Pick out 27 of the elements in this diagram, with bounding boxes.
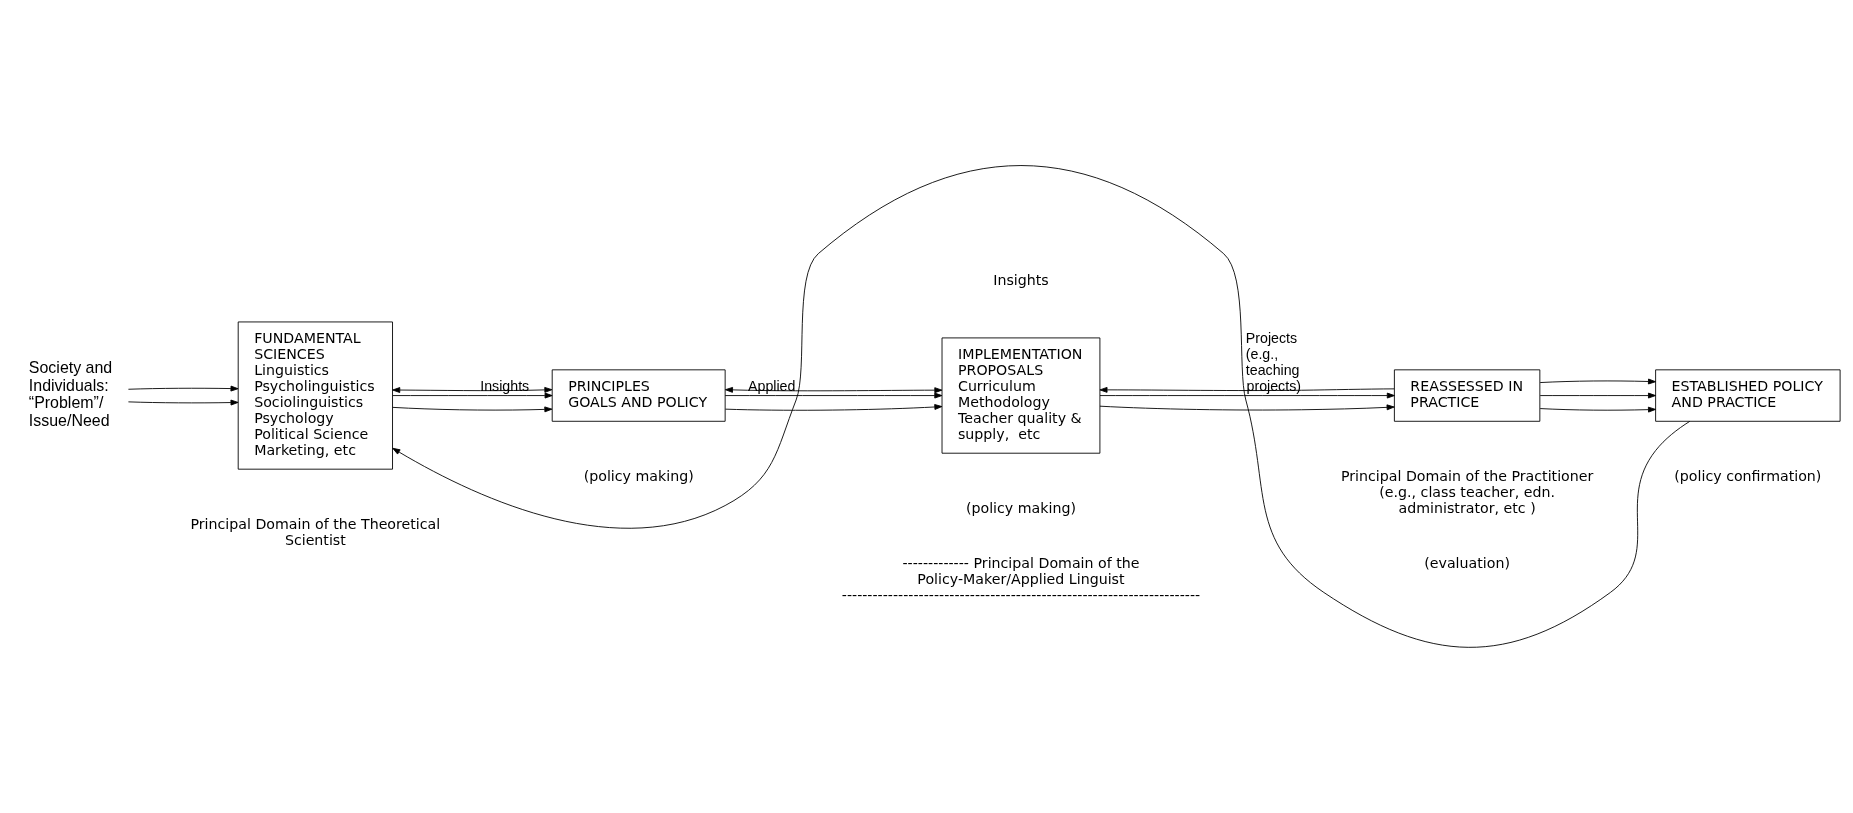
label: ------------- Principal Domain of the Policy-Maker/Applied Linguist ---------------------------------------------------------------------- xyxy=(841,555,1201,604)
node-box: FUNDAMENTAL SCIENCES Linguistics Psycholinguistics Sociolinguistics Psychology Political Science Marketing, etc xyxy=(237,321,393,470)
arrow xyxy=(127,385,239,392)
arrow xyxy=(1099,392,1395,399)
arrow xyxy=(1539,392,1656,399)
arrow xyxy=(392,165,1691,648)
label: (evaluation) xyxy=(1424,555,1510,572)
node-text: Society and Individuals: “Problem”/ Issue/Need xyxy=(28,358,113,430)
label: (policy making) xyxy=(965,500,1076,517)
arrow xyxy=(1539,406,1656,413)
node-box: IMPLEMENTATION PROPOSALS Curriculum Methodology Teacher quality & supply, etc xyxy=(941,337,1101,454)
label: Principal Domain of the Practitioner (e.g., class teacher, edn. administrator, etc ) xyxy=(1340,468,1594,517)
label: (policy confirmation) xyxy=(1674,468,1822,485)
arrow xyxy=(1099,386,1395,393)
label: Principal Domain of the Theoretical Scientist xyxy=(190,516,441,549)
label: (policy making) xyxy=(583,468,694,485)
arrow xyxy=(392,392,553,399)
arrow xyxy=(1539,378,1656,385)
arrow xyxy=(127,399,239,406)
node-box: PRINCIPLES GOALS AND POLICY xyxy=(551,369,726,422)
arrow xyxy=(1099,404,1395,411)
node-box: ESTABLISHED POLICY AND PRACTICE xyxy=(1655,369,1841,422)
arrow xyxy=(724,392,943,399)
arrow xyxy=(392,406,553,413)
arrow xyxy=(725,404,943,411)
node-box: REASSESSED IN PRACTICE xyxy=(1393,369,1541,422)
label: Insights xyxy=(993,271,1049,288)
